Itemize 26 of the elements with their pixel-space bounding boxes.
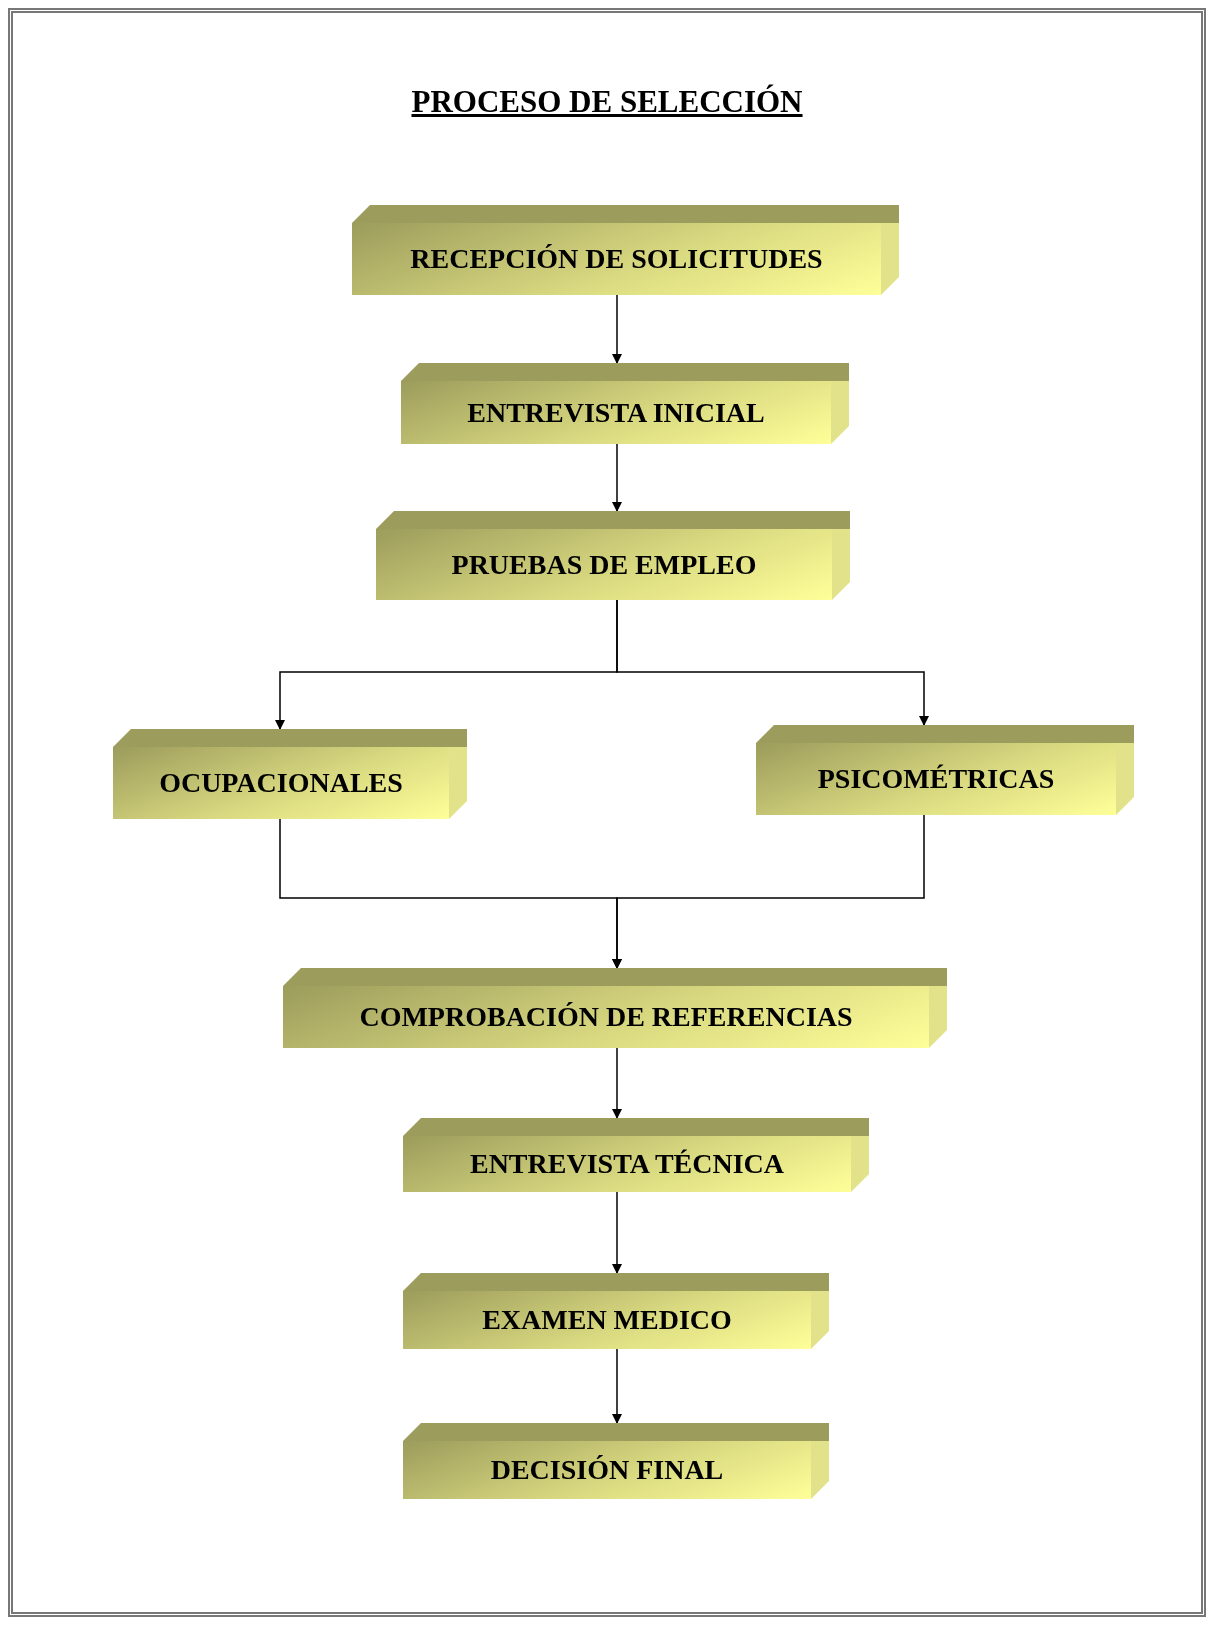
arrow xyxy=(612,1047,622,1119)
process-block xyxy=(403,1118,869,1192)
process-block xyxy=(401,363,849,444)
title: PROCESO DE SELECCIÓN xyxy=(411,84,803,120)
process-block xyxy=(376,511,850,600)
process-block xyxy=(403,1423,829,1499)
arrow xyxy=(612,294,622,364)
step-label: ENTREVISTA INICIAL xyxy=(467,396,765,429)
process-block xyxy=(113,729,467,819)
step-label: COMPROBACIÓN DE REFERENCIAS xyxy=(359,1001,853,1033)
process-block xyxy=(403,1273,829,1349)
arrow xyxy=(612,1191,622,1274)
arrow xyxy=(612,1348,622,1424)
arrow xyxy=(612,443,622,512)
process-block xyxy=(283,968,947,1048)
process-block xyxy=(352,205,899,295)
arrow xyxy=(612,814,925,969)
process-block xyxy=(756,725,1134,815)
arrow xyxy=(616,599,929,726)
step-label: OCUPACIONALES xyxy=(159,767,403,799)
step-label: DECISIÓN FINAL xyxy=(490,1454,724,1486)
step-label: EXAMEN MEDICO xyxy=(482,1304,732,1336)
step-label: PRUEBAS DE EMPLEO xyxy=(451,548,757,581)
step-label: ENTREVISTA TÉCNICA xyxy=(469,1148,785,1180)
step-label: PSICOMÉTRICAS xyxy=(817,763,1055,795)
step-label: RECEPCIÓN DE SOLICITUDES xyxy=(410,243,823,275)
